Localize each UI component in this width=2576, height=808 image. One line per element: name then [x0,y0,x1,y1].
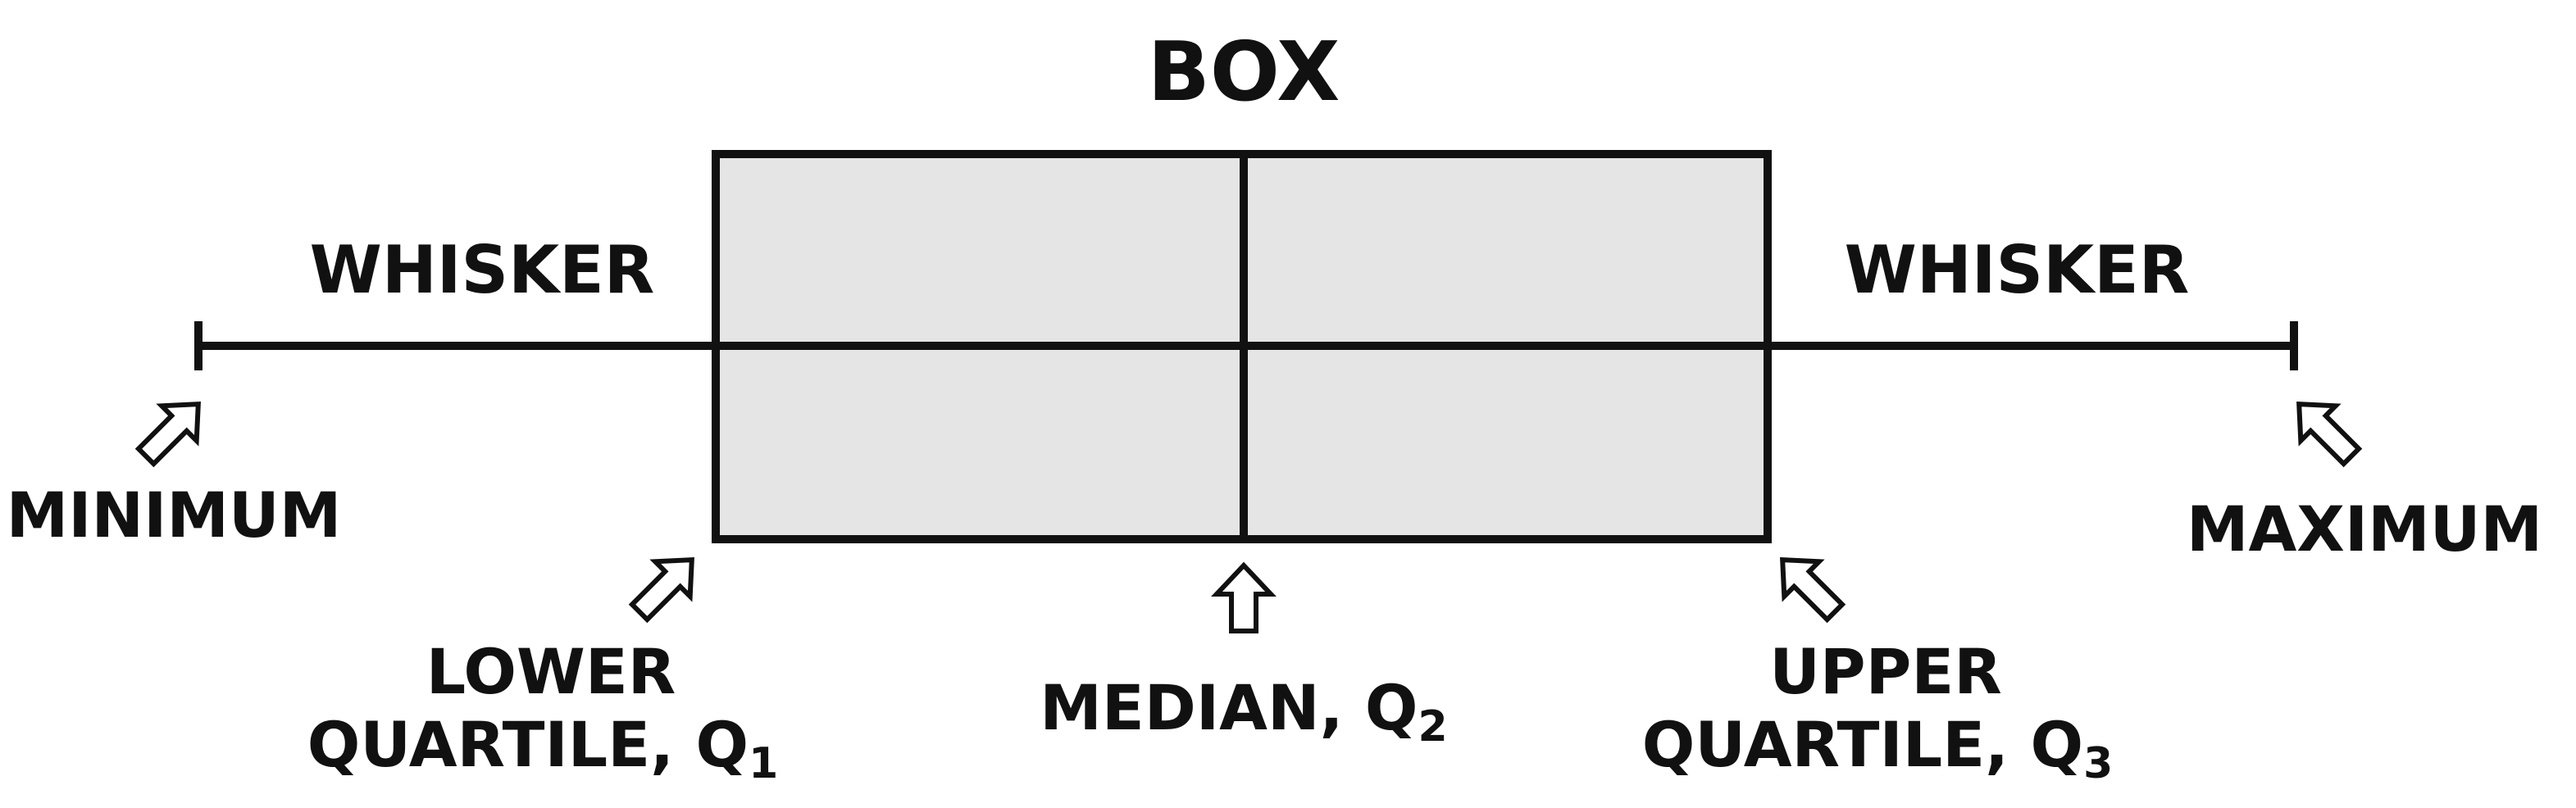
lower-quartile-text: QUARTILE, Q [307,708,749,781]
median-arrow-icon [1211,561,1277,633]
lower-quartile-subscript: 1 [749,739,778,788]
lower-quartile-label-line1: LOWER [426,635,676,708]
upper-quartile-label-line1: UPPER [1769,635,2002,708]
median-subscript: 2 [1418,702,1448,751]
minimum-label: MINIMUM [7,479,342,552]
whisker-left-label: WHISKER [310,232,655,308]
lower-quartile-arrow-icon [628,557,694,624]
upper-quartile-text: QUARTILE, Q [1642,708,2083,781]
upper-quartile-subscript: 3 [2083,739,2113,788]
box-label: BOX [1148,24,1340,120]
upper-quartile-arrow-icon [1780,557,1846,624]
median-label: MEDIAN, Q2 [1040,671,1447,751]
maximum-label: MAXIMUM [2187,493,2542,565]
maximum-arrow-icon [2296,402,2363,468]
lower-quartile-label-line2: QUARTILE, Q1 [307,708,779,788]
upper-quartile-label-line2: QUARTILE, Q3 [1642,708,2114,788]
median-text: MEDIAN, Q [1040,671,1418,744]
whisker-right-label: WHISKER [1845,232,2190,308]
minimum-arrow-icon [134,402,201,468]
